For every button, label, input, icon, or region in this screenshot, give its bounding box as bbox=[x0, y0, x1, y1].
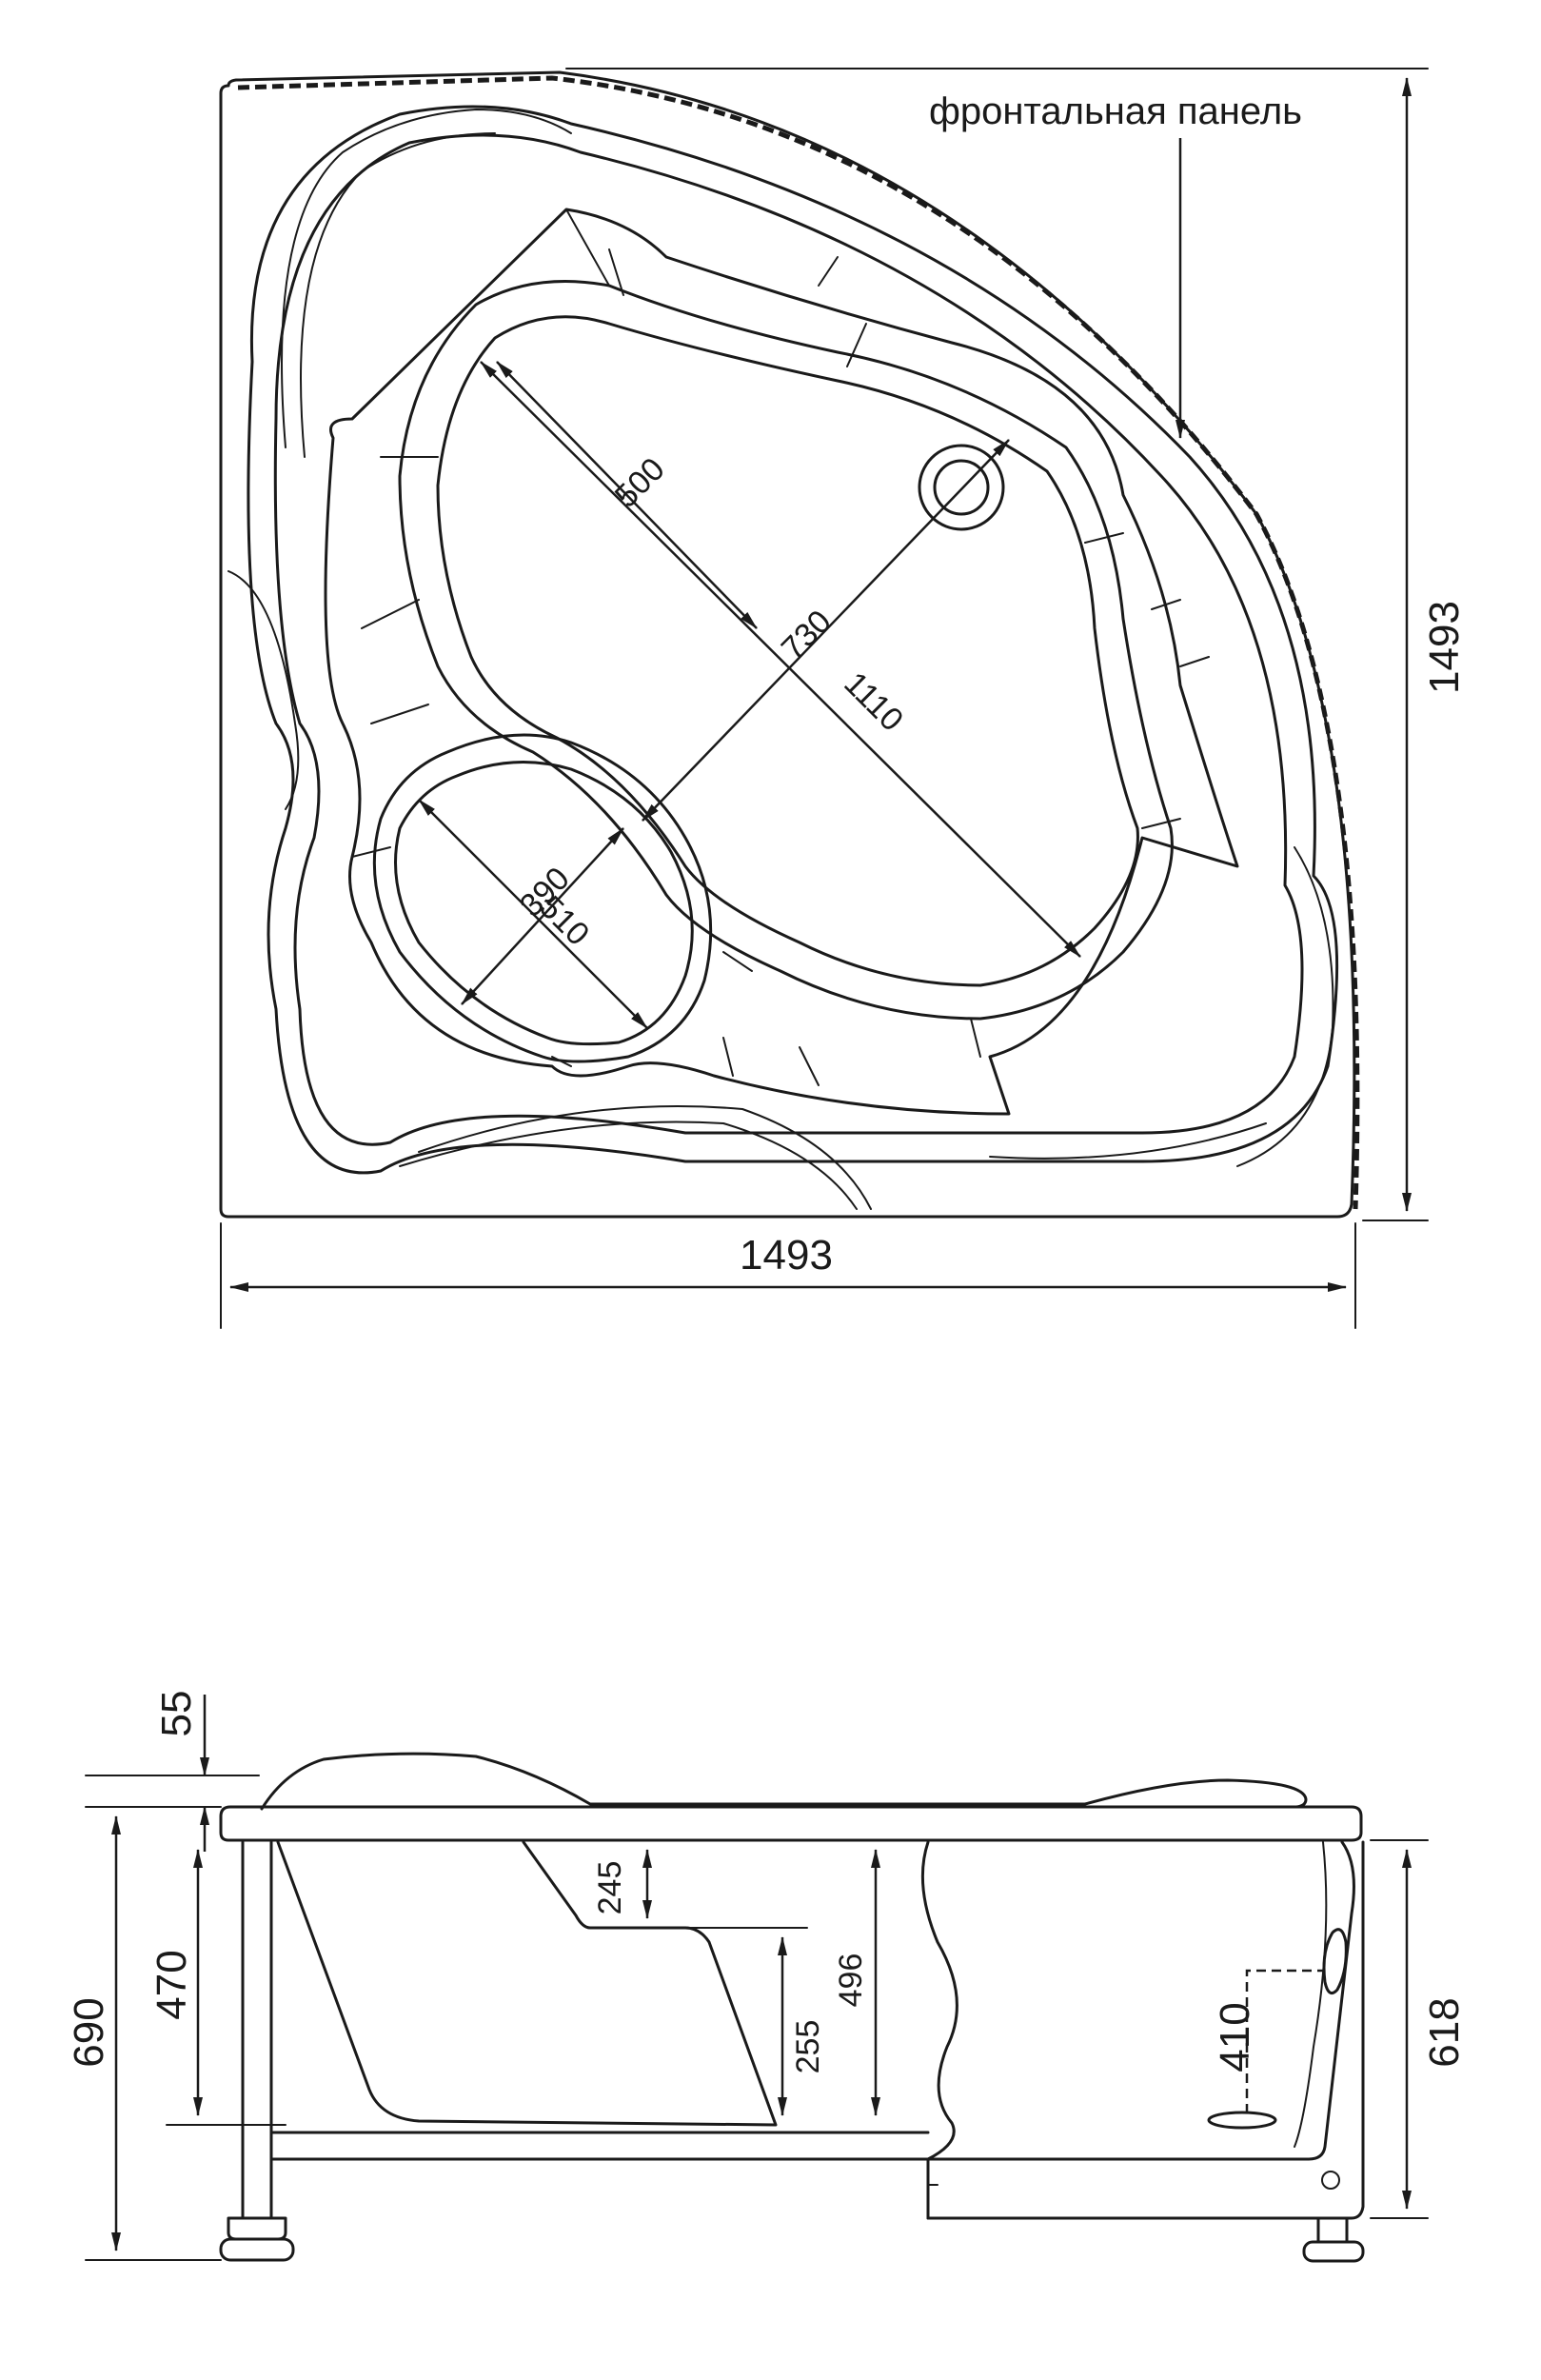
dim-label-255: 255 bbox=[790, 2020, 826, 2074]
drain-pipe-dashed bbox=[1245, 1969, 1325, 2113]
front-panel-bottom bbox=[926, 1840, 1365, 2220]
front-panel-dashed-line bbox=[237, 75, 1360, 1210]
rim-slab bbox=[219, 1805, 1363, 1842]
panel-break-line bbox=[920, 1840, 958, 2220]
right-frame-post bbox=[1316, 2216, 1349, 2244]
dim-label-width-1493: 1493 bbox=[740, 1232, 833, 1279]
dim-line-510 bbox=[418, 799, 648, 1029]
overflow-slot bbox=[1322, 1928, 1348, 1995]
bowl-cross-section bbox=[276, 1840, 778, 2127]
front-panel-label: фронтальная панель bbox=[929, 90, 1302, 132]
right-lip-curve-2 bbox=[989, 1122, 1267, 1160]
headrest-outline bbox=[260, 1752, 1308, 1811]
dim-label-410: 410 bbox=[1212, 2002, 1258, 2072]
bottom-frame-rail bbox=[269, 2131, 930, 2161]
dim-label-496: 496 bbox=[833, 1954, 869, 2008]
dim-label-55: 55 bbox=[153, 1691, 200, 1737]
dim-label-690: 690 bbox=[66, 1997, 112, 2067]
middle-rim-band bbox=[273, 133, 1304, 1146]
dim-label-618: 618 bbox=[1421, 1997, 1468, 2067]
left-shelf-curve-2 bbox=[300, 132, 496, 458]
dim-line-1110 bbox=[480, 361, 1081, 958]
dim-label-500: 500 bbox=[608, 451, 672, 515]
bottom-lip-curve-1 bbox=[399, 1121, 858, 1210]
left-shelf-curve-3 bbox=[227, 570, 300, 810]
panel-screw bbox=[1321, 2171, 1340, 2190]
front-panel-inner-curve bbox=[1294, 1841, 1328, 2148]
right-foot-pad bbox=[1302, 2240, 1365, 2263]
dim-label-depth-1493: 1493 bbox=[1421, 601, 1468, 694]
top-view: 500 730 1110 390 510 1493 1493 фронтальн… bbox=[219, 68, 1468, 1329]
front-panel-body bbox=[926, 1840, 1355, 2161]
dim-label-470: 470 bbox=[148, 1950, 195, 2019]
left-foot-pad bbox=[219, 2237, 295, 2262]
left-foot bbox=[227, 2216, 287, 2241]
side-view: 55 690 470 245 255 496 410 618 bbox=[66, 1691, 1468, 2263]
bottom-lip-curve-2 bbox=[418, 1105, 872, 1210]
left-shelf-curve-1 bbox=[281, 109, 572, 448]
outer-rim-band bbox=[247, 105, 1339, 1175]
drain-ellipse bbox=[1207, 2111, 1277, 2130]
right-lip-curve-1 bbox=[1236, 846, 1334, 1167]
dim-label-245: 245 bbox=[592, 1861, 628, 1915]
rim-segment-ticks bbox=[351, 208, 1210, 1086]
dim-label-730: 730 bbox=[775, 604, 839, 667]
left-frame-post bbox=[241, 1840, 273, 2220]
